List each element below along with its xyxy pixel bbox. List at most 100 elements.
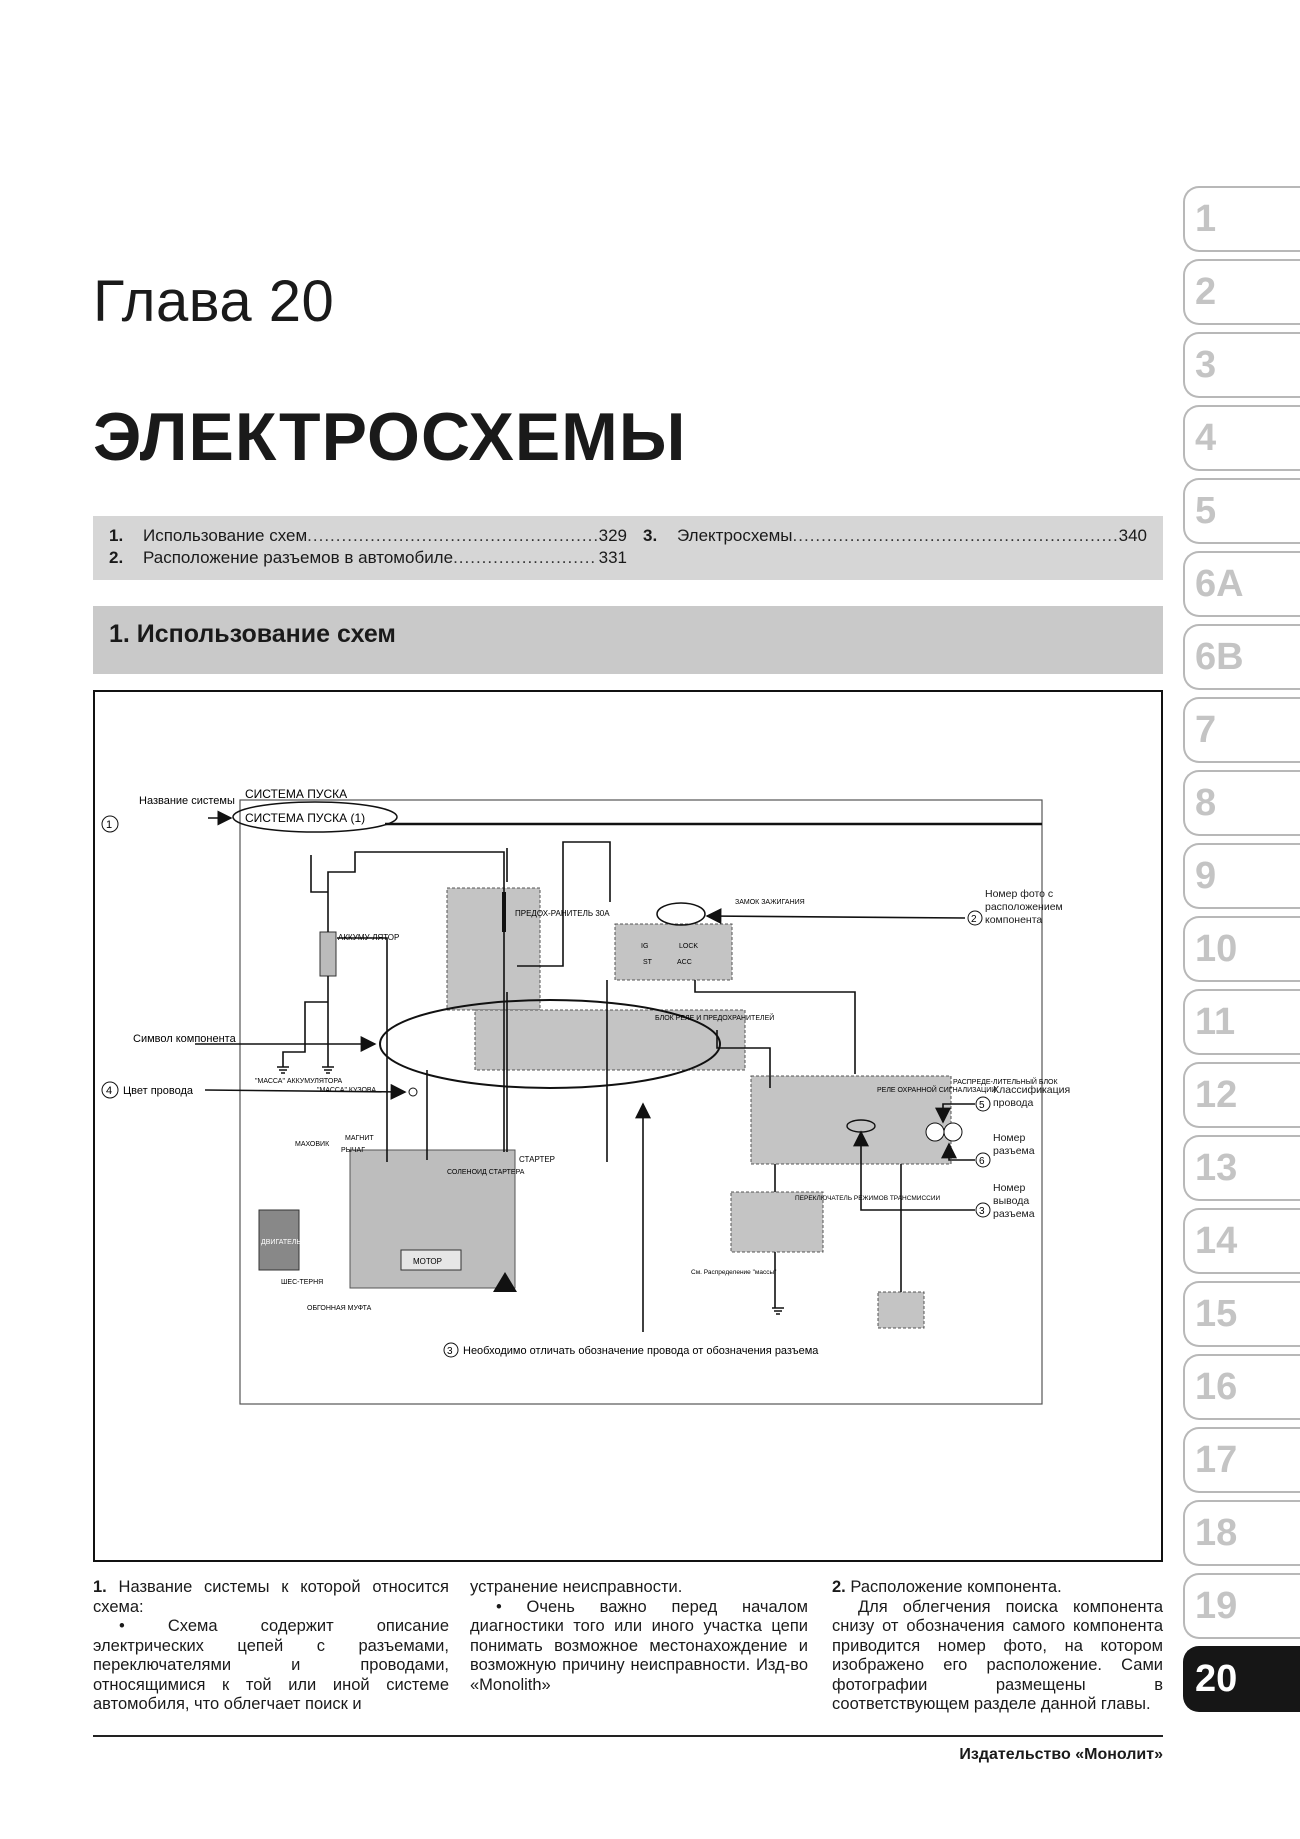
chapter-tab[interactable]: 16 xyxy=(1183,1354,1300,1420)
label-clutch: ОБГОННАЯ МУФТА xyxy=(307,1305,372,1312)
toc-entry[interactable]: 3. Электросхемы ........................… xyxy=(643,526,1147,546)
callout-4-badge xyxy=(101,1081,119,1099)
pin-number-oval xyxy=(846,1119,876,1133)
chapter-tab[interactable]: 13 xyxy=(1183,1135,1300,1201)
label-acc: ACC xyxy=(677,959,692,966)
callout-6-badge xyxy=(975,1152,991,1168)
label-gear: ШЕС-ТЕРНЯ xyxy=(281,1279,323,1286)
chapter-tab[interactable]: 3 xyxy=(1183,332,1300,398)
callout-4-arrow xyxy=(204,1083,407,1100)
callout-1-label: Название системы xyxy=(139,795,235,807)
wire-class-circle-a xyxy=(925,1122,945,1142)
label-solenoid: СОЛЕНОИД СТАРТЕРА xyxy=(447,1169,525,1176)
label-starter: СТАРТЕР xyxy=(519,1155,555,1164)
callout-4-number: 4 xyxy=(106,1085,112,1097)
callout-6-arrow xyxy=(941,1142,975,1161)
wire-relay-out xyxy=(716,1030,771,1088)
chapter-tab[interactable]: 7 xyxy=(1183,697,1300,763)
schematic-border xyxy=(239,799,1043,1405)
wiring-diagram-figure: СИСТЕМА ПУСКА СИСТЕМА ПУСКА (1) 1 Назван… xyxy=(93,690,1163,1562)
chapter-tab[interactable]: 11 xyxy=(1183,989,1300,1055)
label-ign-lock: ЗАМОК ЗАЖИГАНИЯ xyxy=(735,899,805,906)
ignition-switch-block xyxy=(614,923,733,981)
chapter-tab[interactable]: 19 xyxy=(1183,1573,1300,1639)
toc-entry-page: 340 xyxy=(1118,526,1147,545)
callout-5-label-box: Классификация провода xyxy=(993,1084,1070,1109)
system-name-oval xyxy=(232,801,398,833)
label-battery: АККУМУ-ЛЯТОР xyxy=(338,933,399,942)
chapter-tab[interactable]: 12 xyxy=(1183,1062,1300,1128)
callout-2-label-box: Номер фото с расположением компонента xyxy=(985,888,1063,926)
callout-2-number: 2 xyxy=(971,914,977,925)
label-range-switch: ПЕРЕКЛЮЧАТЕЛЬ РЕЖИМОВ ТРАНСМИССИИ xyxy=(795,1195,941,1202)
chapter-tab[interactable]: 9 xyxy=(1183,843,1300,909)
wire-color-marker xyxy=(408,1087,418,1097)
label-lever: РЫЧАГ xyxy=(341,1147,365,1154)
callout-3-number: 3 xyxy=(447,1346,453,1357)
item-text: устранение неисправности. xyxy=(470,1578,683,1596)
callout-2-arrow xyxy=(705,908,966,925)
toc-entry[interactable]: 1. Использование схем ..................… xyxy=(109,526,627,546)
connector-block xyxy=(877,1291,925,1329)
label-magnet: МАГНИТ xyxy=(345,1135,374,1142)
body-column-1: 1. Название системы к которой относится … xyxy=(93,1578,449,1715)
label-ground-body: "МАССА" КУЗОВА xyxy=(317,1087,376,1094)
callout-6-number: 6 xyxy=(979,1156,985,1167)
label-st: ST xyxy=(643,959,653,966)
callout-7-arrow xyxy=(853,1130,975,1211)
relay-fuse-block xyxy=(474,1009,746,1071)
toc-entry[interactable]: 2. Расположение разъемов в автомобиле ..… xyxy=(109,548,627,568)
callout-7-number: 3 xyxy=(979,1206,985,1217)
chapter-tab[interactable]: 2 xyxy=(1183,259,1300,325)
chapter-tab[interactable]: 5 xyxy=(1183,478,1300,544)
footer-rule xyxy=(93,1735,1163,1737)
item-number: 1. xyxy=(93,1578,107,1596)
item-text: Для облегчения поиска компонента снизу о… xyxy=(832,1597,1163,1714)
toc-entry-number: 1. xyxy=(109,526,124,545)
toc-entry-title: Электросхемы xyxy=(677,526,793,545)
callout-6-label-box: Номер разъема xyxy=(993,1132,1035,1157)
wiring-diagram: СИСТЕМА ПУСКА СИСТЕМА ПУСКА (1) 1 Назван… xyxy=(101,787,1070,1405)
toc-entry-number: 2. xyxy=(109,548,124,567)
body-column-3: 2. Расположение компонента. Для облегчен… xyxy=(832,1578,1163,1715)
chapter-tab[interactable]: 18 xyxy=(1183,1500,1300,1566)
chapter-tab[interactable]: 14 xyxy=(1183,1208,1300,1274)
ground-trans-symbol xyxy=(772,1307,784,1315)
wire-w xyxy=(337,937,388,1162)
label-see-distr: См. Распределение "массы" xyxy=(691,1269,777,1276)
toc-leader-dots: ........................................… xyxy=(792,526,1117,545)
footer-publisher: Издательство «Монолит» xyxy=(959,1746,1163,1763)
body-column-2: устранение неисправности. • Очень важно … xyxy=(470,1578,808,1695)
item-heading: Расположение компонента. xyxy=(850,1578,1062,1596)
label-ig: IG xyxy=(641,943,648,950)
chapter-tab-active[interactable]: 20 xyxy=(1183,1646,1300,1712)
chapter-tab[interactable]: 10 xyxy=(1183,916,1300,982)
wire-class-circle-b xyxy=(943,1122,963,1142)
system-name-oval-text: СИСТЕМА ПУСКА (1) xyxy=(245,811,365,825)
label-relay-block: БЛОК РЕЛЕ И ПРЕДОХРАНИТЕЛЕЙ xyxy=(655,1013,774,1022)
chapter-tab[interactable]: 1 xyxy=(1183,186,1300,252)
chapter-tab[interactable]: 4 xyxy=(1183,405,1300,471)
callout-4-label: Цвет провода xyxy=(123,1085,194,1097)
item-text: • Очень важно перед началом диагностики … xyxy=(470,1597,808,1694)
chapter-tab[interactable]: 15 xyxy=(1183,1281,1300,1347)
section-header: 1. Использование схем xyxy=(93,606,1163,674)
chapter-tab[interactable]: 6A xyxy=(1183,551,1300,617)
chapter-tab[interactable]: 6B xyxy=(1183,624,1300,690)
chapter-tab[interactable]: 17 xyxy=(1183,1427,1300,1493)
battery-symbol xyxy=(319,931,337,977)
label-motor: МОТОР xyxy=(413,1257,442,1266)
callout-5-badge xyxy=(975,1096,991,1112)
callout-3-badge xyxy=(443,1342,459,1358)
ground-body-symbol xyxy=(322,1066,334,1074)
wire-acc xyxy=(694,980,856,1074)
callout-7-label-box: Номер вывода разъема xyxy=(993,1182,1035,1220)
label-engine: ДВИГАТЕЛЬ xyxy=(261,1239,301,1246)
callout-1-number: 1 xyxy=(106,819,112,831)
label-lock: LOCK xyxy=(679,943,698,950)
chapter-tab[interactable]: 8 xyxy=(1183,770,1300,836)
system-name-top: СИСТЕМА ПУСКА xyxy=(245,787,347,801)
label-alarm-relay: РЕЛЕ ОХРАННОЙ СИГНАЛИЗАЦИИ xyxy=(877,1085,996,1094)
label-ground-battery: "МАССА" АККУМУЛЯТОРА xyxy=(255,1078,343,1085)
toc-leader-dots: ........................................… xyxy=(453,548,597,567)
